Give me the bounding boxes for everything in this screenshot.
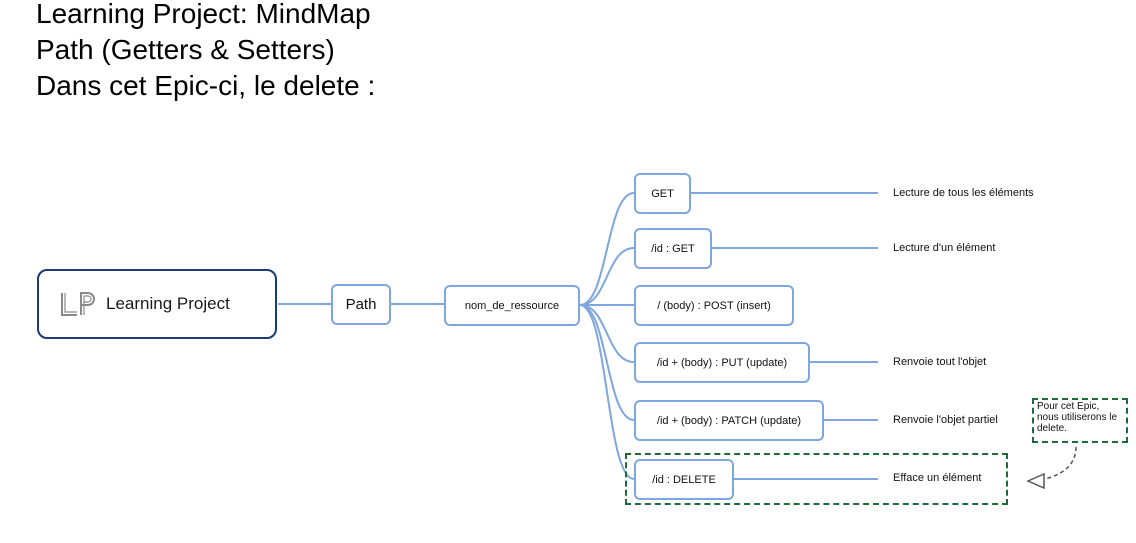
description-get: Lecture de tous les éléments — [893, 187, 1034, 199]
description-delete: Efface un élément — [893, 472, 982, 484]
learning-project-logo-icon — [61, 292, 95, 316]
method-node-delete[interactable]: /id : DELETE — [634, 459, 734, 500]
root-node[interactable]: Learning Project — [37, 269, 277, 339]
description-patch: Renvoie l'objet partiel — [893, 414, 998, 426]
arrow-head-icon — [1026, 472, 1045, 490]
note-box: Pour cet Epic, nous utiliserons le delet… — [1032, 398, 1128, 443]
method-node-id-get[interactable]: /id : GET — [634, 228, 712, 269]
title-line-2: Path (Getters & Setters) — [36, 34, 335, 65]
root-label: Learning Project — [106, 294, 230, 313]
method-node-get[interactable]: GET — [634, 173, 691, 214]
method-node-put[interactable]: /id + (body) : PUT (update) — [634, 342, 810, 383]
delete-highlight-box — [625, 453, 1008, 505]
description-put: Renvoie tout l'objet — [893, 356, 987, 368]
note-pointer — [1039, 446, 1077, 481]
edge-resource-put — [579, 304, 635, 363]
title-line-3: Dans cet Epic-ci, le delete : — [36, 70, 376, 101]
description-id-get: Lecture d'un élément — [893, 242, 996, 254]
title-line-1: Learning Project: MindMap — [36, 0, 371, 29]
edge-resource-patch — [579, 304, 635, 421]
resource-node[interactable]: nom_de_ressource — [444, 285, 580, 326]
path-node[interactable]: Path — [331, 284, 391, 325]
method-node-patch[interactable]: /id + (body) : PATCH (update) — [634, 400, 824, 441]
edge-resource-idget — [579, 247, 635, 306]
edge-resource-get — [579, 192, 635, 306]
method-node-post[interactable]: / (body) : POST (insert) — [634, 285, 794, 326]
edge-resource-delete — [579, 304, 635, 480]
